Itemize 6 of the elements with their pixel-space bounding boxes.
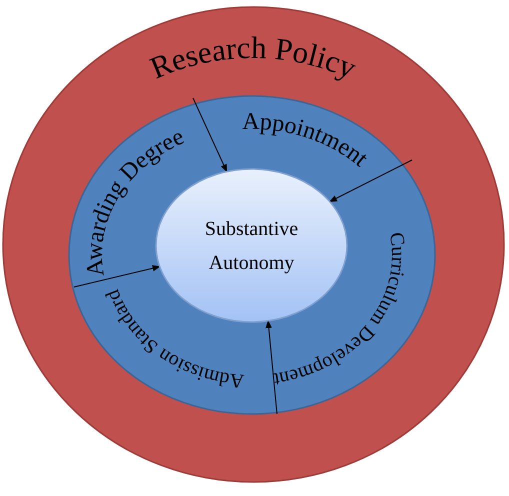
arrow	[329, 160, 412, 202]
arrow	[266, 320, 278, 414]
ring-label: Research Policy	[145, 30, 362, 86]
arrow	[192, 98, 228, 172]
center-label: Substantive Autonomy	[204, 216, 300, 276]
arrow	[74, 265, 160, 288]
